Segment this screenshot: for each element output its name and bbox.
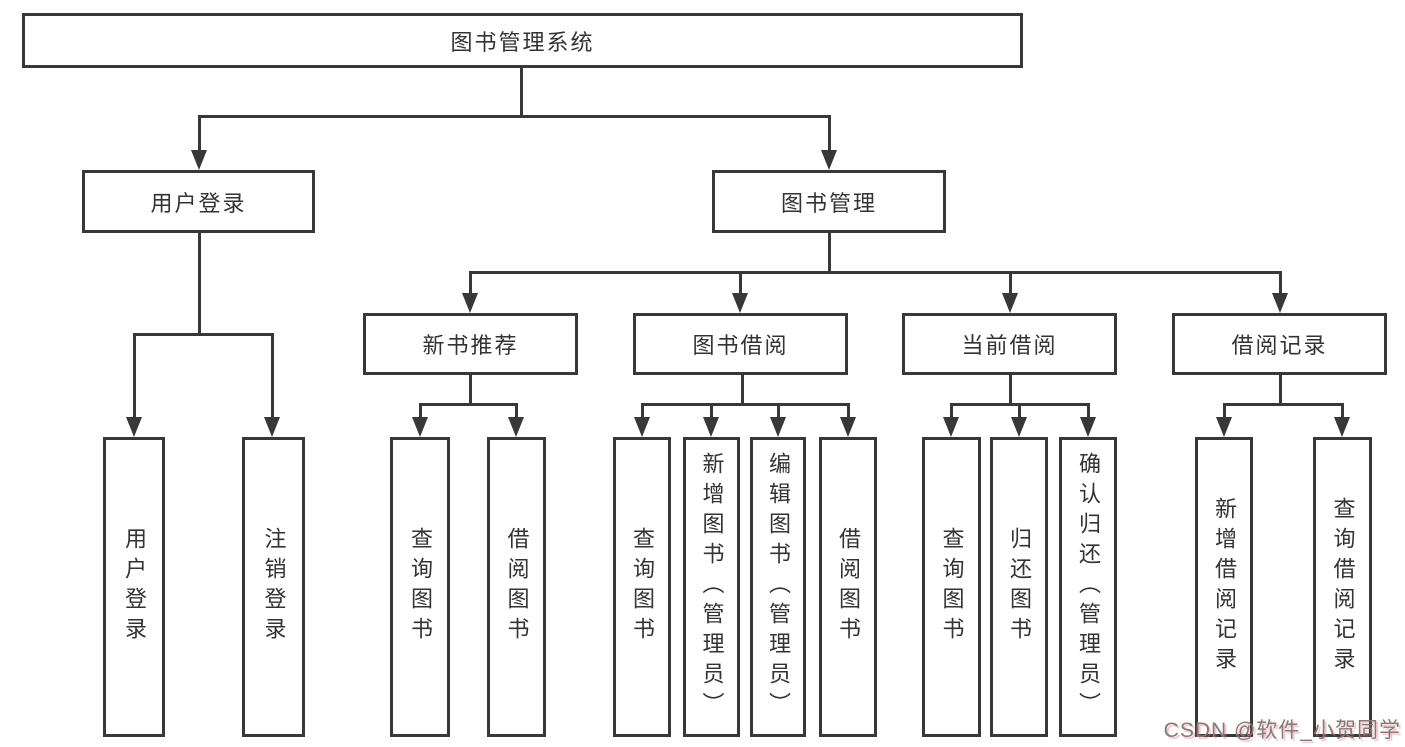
connector-login-hline — [133, 333, 273, 336]
leaf-query-borrow-record-label: 查询借阅记录 — [1330, 497, 1356, 677]
node-borrow-records-label: 借阅记录 — [1231, 333, 1328, 358]
leaf-borrow-books-recommend: 借阅图书 — [487, 437, 546, 737]
connector-recommend-vline — [469, 375, 472, 406]
arrow-down-icon — [1011, 417, 1027, 437]
connector-borrow-stem-1 — [641, 403, 644, 419]
arrow-down-icon — [703, 417, 719, 437]
connector-records-vline — [1279, 375, 1282, 406]
leaf-return-books: 归还图书 — [990, 437, 1048, 737]
arrow-down-icon — [732, 293, 748, 313]
leaf-edit-books-admin: 编辑图书（管理员） — [750, 437, 806, 737]
leaf-add-books-admin: 新增图书（管理员） — [683, 437, 740, 737]
node-book-borrow-label: 图书借阅 — [692, 333, 789, 358]
leaf-user-login: 用户登录 — [103, 437, 165, 737]
connector-current-stem-2 — [1018, 403, 1021, 419]
connector-login-stem-2 — [271, 333, 274, 419]
arrow-down-icon — [770, 417, 786, 437]
leaf-add-borrow-record: 新增借阅记录 — [1195, 437, 1253, 737]
arrow-down-icon — [264, 417, 280, 437]
connector-borrow-stem-4 — [847, 403, 850, 419]
connector-mgmt-stem-2 — [739, 271, 742, 295]
leaf-query-books-borrow-label: 查询图书 — [630, 527, 655, 647]
node-borrow-records: 借阅记录 — [1172, 313, 1387, 375]
arrow-down-icon — [1216, 417, 1232, 437]
leaf-edit-books-admin-label: 编辑图书（管理员） — [766, 452, 791, 722]
arrow-down-icon — [126, 417, 142, 437]
connector-borrow-stem-2 — [710, 403, 713, 419]
leaf-return-books-label: 归还图书 — [1007, 527, 1032, 647]
leaf-add-books-admin-label: 新增图书（管理员） — [699, 452, 725, 722]
leaf-logout: 注销登录 — [242, 437, 305, 737]
arrow-down-icon — [1080, 417, 1096, 437]
leaf-query-books-recommend-label: 查询图书 — [408, 527, 433, 647]
connector-mgmt-hline — [469, 271, 1282, 274]
leaf-borrow-books: 借阅图书 — [819, 437, 877, 737]
connector-mgmt-stem-3 — [1009, 271, 1012, 295]
node-new-book-recommend-label: 新书推荐 — [422, 333, 519, 358]
connector-records-stem-1 — [1223, 403, 1226, 419]
connector-recommend-stem-2 — [515, 403, 518, 419]
leaf-user-login-label: 用户登录 — [122, 527, 147, 647]
leaf-confirm-return-admin: 确认归还（管理员） — [1059, 437, 1117, 737]
connector-borrow-stem-3 — [777, 403, 780, 419]
node-user-login: 用户登录 — [82, 170, 315, 233]
leaf-query-books-current: 查询图书 — [922, 437, 981, 737]
leaf-confirm-return-admin-label: 确认归还（管理员） — [1076, 452, 1101, 722]
arrow-down-icon — [840, 417, 856, 437]
connector-borrow-vline — [741, 375, 744, 406]
csdn-watermark: CSDN @软件_小贺同学 — [1163, 719, 1401, 742]
arrow-down-icon — [634, 417, 650, 437]
leaf-query-borrow-record: 查询借阅记录 — [1313, 437, 1372, 737]
arrow-down-icon — [821, 150, 837, 170]
leaf-logout-label: 注销登录 — [261, 527, 287, 647]
connector-current-stem-1 — [950, 403, 953, 419]
leaf-borrow-books-recommend-label: 借阅图书 — [504, 527, 530, 647]
leaf-query-books-borrow: 查询图书 — [613, 437, 671, 737]
arrow-down-icon — [1272, 293, 1288, 313]
arrow-down-icon — [191, 150, 207, 170]
connector-login-vline — [198, 233, 201, 336]
node-new-book-recommend: 新书推荐 — [363, 313, 578, 375]
leaf-add-borrow-record-label: 新增借阅记录 — [1212, 497, 1237, 677]
node-current-borrow-label: 当前借阅 — [961, 333, 1058, 358]
arrow-down-icon — [1002, 293, 1018, 313]
connector-borrow-hline — [641, 403, 850, 406]
arrow-down-icon — [1334, 417, 1350, 437]
leaf-query-books-current-label: 查询图书 — [939, 527, 965, 647]
node-book-borrow: 图书借阅 — [633, 313, 848, 375]
arrow-down-icon — [943, 417, 959, 437]
node-user-login-label: 用户登录 — [150, 190, 247, 216]
node-book-mgmt: 图书管理 — [712, 170, 946, 233]
connector-records-hline — [1223, 403, 1344, 406]
node-book-mgmt-label: 图书管理 — [780, 190, 877, 216]
connector-root-hline — [198, 115, 831, 118]
node-current-borrow: 当前借阅 — [902, 313, 1117, 375]
connector-login-stem-1 — [133, 333, 136, 419]
connector-mgmt-stem-4 — [1279, 271, 1282, 295]
connector-mgmt-vline — [828, 233, 831, 274]
connector-recommend-stem-1 — [419, 403, 422, 419]
leaf-borrow-books-label: 借阅图书 — [836, 527, 861, 647]
connector-root-vline — [520, 68, 523, 118]
leaf-query-books-recommend: 查询图书 — [390, 437, 450, 737]
arrow-down-icon — [412, 417, 428, 437]
connector-current-stem-3 — [1087, 403, 1090, 419]
connector-root-stem-right — [828, 115, 831, 152]
node-root-label: 图书管理系统 — [450, 29, 595, 55]
connector-recommend-hline — [419, 403, 518, 406]
arrow-down-icon — [508, 417, 524, 437]
arrow-down-icon — [462, 293, 478, 313]
node-root: 图书管理系统 — [22, 13, 1023, 68]
connector-records-stem-2 — [1341, 403, 1344, 419]
connector-current-vline — [1009, 375, 1012, 406]
connector-root-stem-left — [198, 115, 201, 152]
connector-mgmt-stem-1 — [469, 271, 472, 295]
